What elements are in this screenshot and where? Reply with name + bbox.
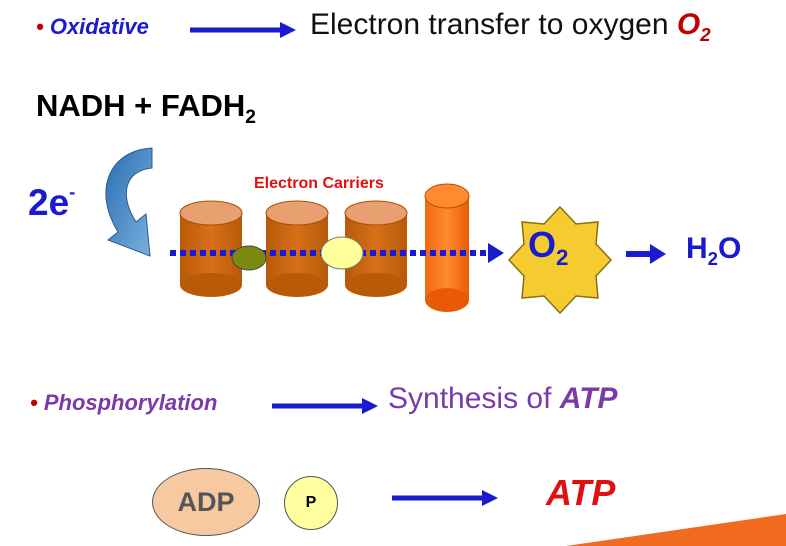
electrons-superscript: - — [69, 181, 76, 203]
atp-product: ATP — [546, 472, 616, 513]
water-subscript: 2 — [707, 247, 719, 269]
water-label: H2O — [686, 232, 742, 269]
electron-carrier-1 — [179, 200, 243, 297]
mobile-carrier-yellow — [320, 236, 364, 270]
electrons-text: 2e — [28, 182, 70, 223]
mobile-carrier-olive — [231, 245, 267, 271]
oxidative-arrow — [190, 22, 296, 38]
water-arrow — [626, 244, 666, 264]
phosphorylation-term: • Phosphorylation — [30, 390, 217, 416]
electron-carrier-2 — [265, 200, 329, 297]
corner-decoration — [566, 514, 786, 546]
adp-node: ADP — [152, 468, 260, 536]
oxygen-node-letter: O — [528, 224, 557, 265]
adp-label: ADP — [177, 486, 235, 517]
reactants-text: NADH + FADH — [36, 88, 246, 123]
oxidative-term: • Oxidative — [36, 14, 149, 40]
water-o: O — [718, 232, 742, 265]
phosphorylation-description: Synthesis of ATP — [388, 382, 618, 416]
phosphorylation-atp: ATP — [559, 382, 618, 415]
electron-carriers-label: Electron Carriers — [254, 175, 384, 192]
oxygen-formula: O2 — [676, 8, 711, 45]
phosphate-label: P — [305, 494, 317, 511]
bullet-phosphorylation: • — [30, 390, 38, 415]
reactants-label: NADH + FADH2 — [36, 88, 256, 128]
bullet-oxidative: • — [36, 14, 44, 39]
oxidative-label: Oxidative — [49, 14, 149, 39]
oxygen-subscript: 2 — [700, 23, 711, 45]
oxygen-node-label: O2 — [528, 224, 568, 270]
electron-entry-arrow — [105, 147, 153, 257]
phosphorylation-description-text: Synthesis of — [388, 382, 552, 415]
electrons-label: 2e- — [28, 181, 76, 224]
oxygen-letter: O — [676, 8, 701, 41]
electron-carrier-4 — [424, 183, 470, 312]
atp-synthesis-arrow — [392, 490, 498, 506]
phosphorylation-label: Phosphorylation — [43, 390, 218, 415]
phosphate-node: P — [284, 476, 338, 530]
reactants-subscript: 2 — [245, 106, 256, 128]
oxygen-star — [507, 205, 613, 315]
oxidative-description-text: Electron transfer to oxygen — [310, 8, 669, 41]
water-h: H — [686, 232, 708, 265]
electron-path-arrowhead — [488, 243, 504, 263]
oxygen-node-subscript: 2 — [556, 244, 569, 270]
phosphorylation-arrow — [272, 398, 378, 414]
oxidative-description: Electron transfer to oxygen O2 — [310, 8, 711, 45]
